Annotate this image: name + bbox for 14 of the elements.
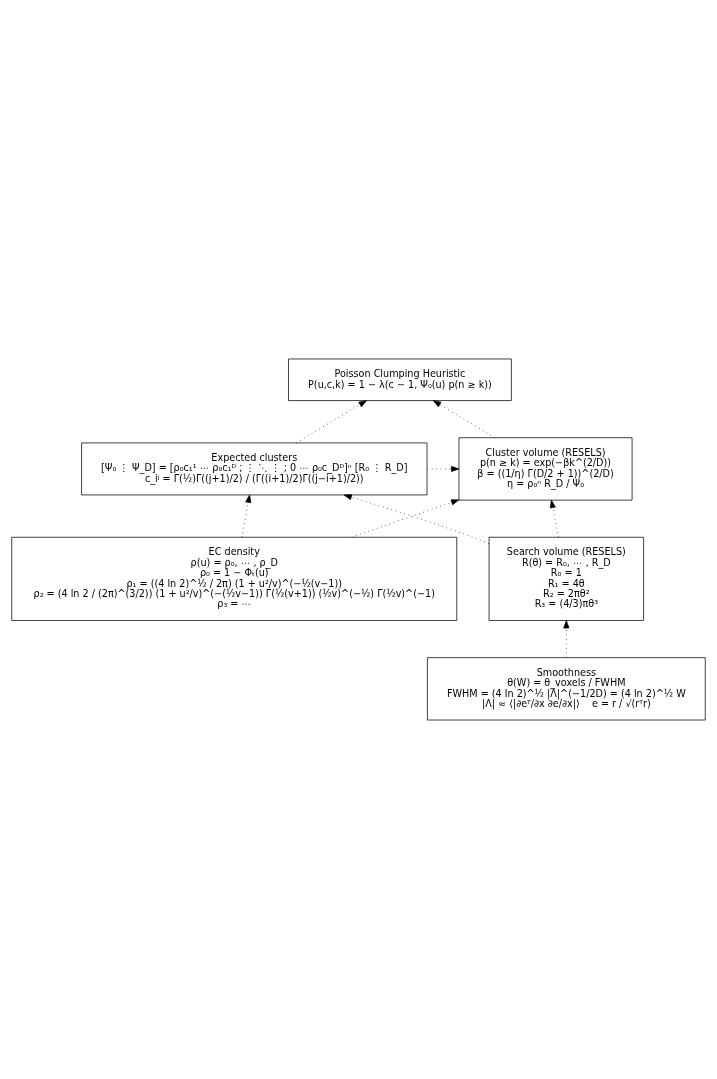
arrow <box>241 494 252 538</box>
node-box: Smoothness θ(W) = θ_voxels / FWHM FWHM = (4 ln 2)^½ |Λ|^(−1/2D) = (4 ln 2)^½ W |Λ| ≈ ⟨|∂eᵀ/∂x ∂e/∂x|⟩ e = r / √(rᵀr) <box>427 657 706 721</box>
arrow <box>433 400 496 438</box>
arrow <box>343 494 490 544</box>
arrow <box>296 400 367 444</box>
node-box: Poisson Clumping Heuristic P(u,c,k) = 1 − λ(c − 1, Ψ₀(u) p(n ≥ k)) <box>288 358 512 401</box>
arrow <box>563 620 570 658</box>
arrow <box>351 499 460 538</box>
node-box: Search volume (RESELS) R(θ) = R₀, ⋯ , R_D R₀ = 1 R₁ = 4θ R₂ = 2πθ² R₃ = (4/3)πθ³ <box>488 536 644 621</box>
arrow <box>549 499 559 538</box>
node-box: Expected clusters [Ψ₀ ⋮ Ψ_D] = [ρ₀c₁¹ ⋯ ρ₀c₁ᴰ ; ⋮ ⋱ ⋮ ; 0 ⋯ ρ₀c_Dᴰ]ⁿ [R₀ ⋮ R_D] c_iʲ = Γ(½)Γ((j+1)/2) / (Γ((i+1)/2)Γ((j−i+1)/2)) <box>81 442 428 496</box>
arrow <box>426 465 460 472</box>
node-box: EC density ρ(u) = ρ₀, ⋯ , ρ_D ρ₀ = 1 − Φₜ(u) ρ₁ = ((4 ln 2)^½ / 2π) (1 + u²/v)^(−½(v−1)) ρ₂ = (4 ln 2 / (2π)^(3/2)) (1 + u²/v)^(−(½v−1)) Γ(½(v+1)) (½v)^(−½) Γ(½v)^(−1) ρ₃ = ⋯ <box>11 536 458 621</box>
node-box: Cluster volume (RESELS) p(n ≥ k) = exp(−βk^(2/D)) β = ((1/η) Γ(D/2 + 1))^(2/D) η = ρ₀ⁿ R_D / Ψ₀ <box>458 437 633 501</box>
